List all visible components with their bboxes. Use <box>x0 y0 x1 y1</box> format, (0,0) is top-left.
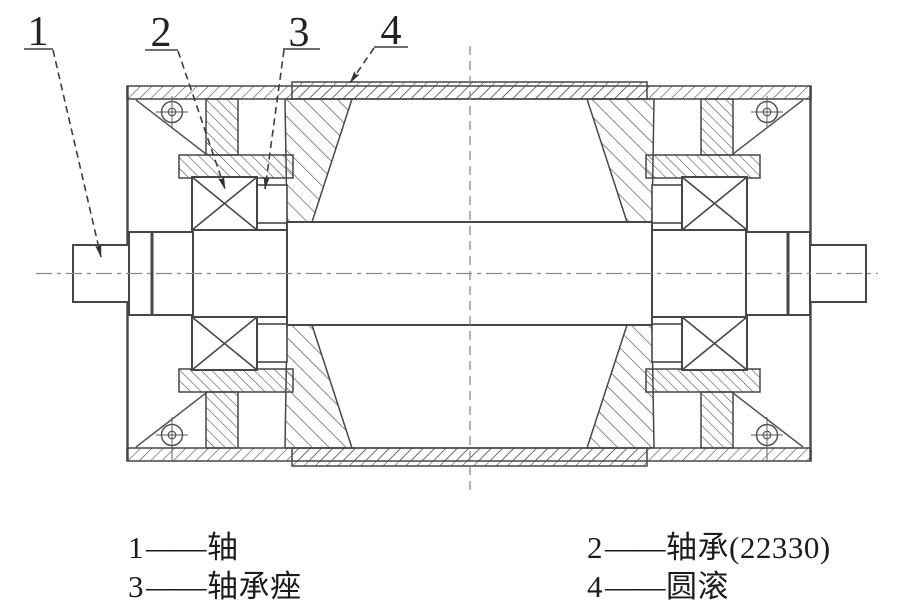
end-disk-bottom-right <box>585 324 655 449</box>
seat-step-bottom-left <box>256 323 288 363</box>
seat-flange-top-right <box>645 154 761 179</box>
callout-underlines <box>24 46 408 51</box>
seat-column-bottom-left <box>205 391 239 449</box>
seat-column-top-right <box>700 98 734 156</box>
callout-number-2: 2 <box>151 10 172 56</box>
bolt-hole-bottom-left <box>156 417 188 461</box>
leader-line-4 <box>349 47 375 84</box>
callout-number-4: 4 <box>381 8 402 54</box>
leader-line-2 <box>177 50 226 190</box>
seat-flange-top-left <box>178 154 294 179</box>
seat-flange-bottom-left <box>178 368 294 393</box>
bearing-top-left <box>191 176 258 231</box>
drum-shell <box>126 81 812 467</box>
gusset-edges <box>135 99 804 448</box>
seat-step-top-right <box>651 184 683 224</box>
bolt-hole-symbols <box>156 96 783 461</box>
leader-line-1 <box>52 49 102 258</box>
callout-leaders <box>24 46 408 258</box>
seat-flange-bottom-right <box>645 368 761 393</box>
bearing-bottom-right <box>681 316 748 371</box>
callout-numbers: 1 2 3 4 <box>28 8 402 56</box>
callout-number-1: 1 <box>28 9 49 55</box>
bolt-hole-bottom-right <box>751 417 783 461</box>
end-disk-bottom-left <box>284 324 354 449</box>
bearing-top-right <box>681 176 748 231</box>
seat-column-bottom-right <box>700 391 734 449</box>
bearing-bottom-left <box>191 316 258 371</box>
seat-step-bottom-right <box>651 323 683 363</box>
end-walls <box>126 86 812 461</box>
centerlines <box>36 46 878 492</box>
leader-line-3 <box>263 49 285 190</box>
seat-step-top-left <box>256 184 288 224</box>
callout-number-3: 3 <box>289 10 310 56</box>
end-disk-top-right <box>585 98 655 223</box>
bolt-hole-top-left <box>156 96 188 128</box>
seat-column-top-left <box>205 98 239 156</box>
bolt-hole-top-right <box>751 96 783 128</box>
end-disk-top-left <box>284 98 354 223</box>
